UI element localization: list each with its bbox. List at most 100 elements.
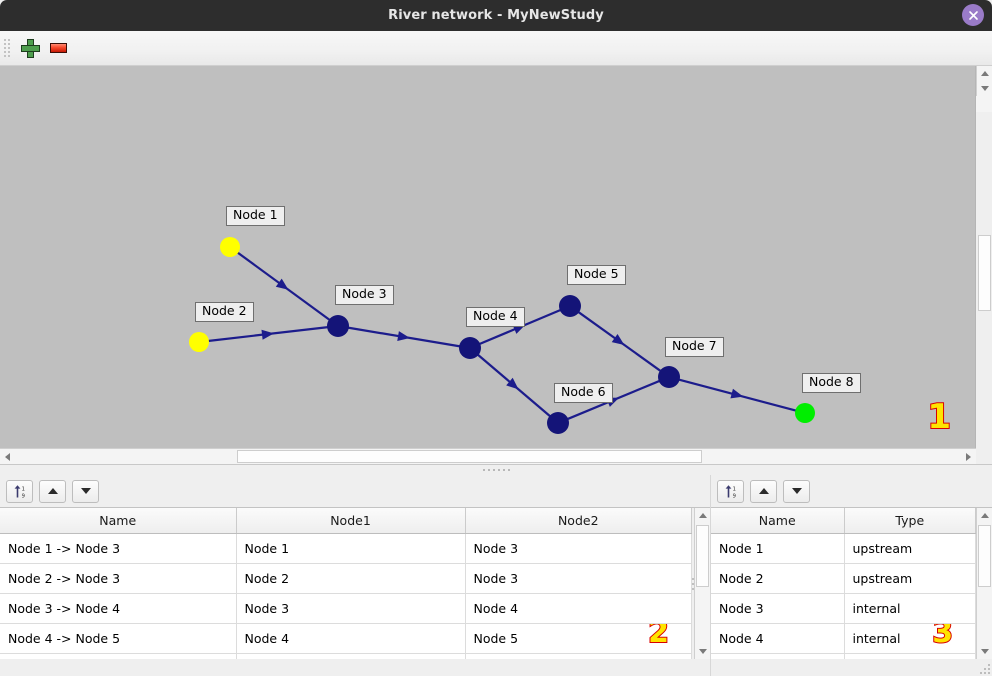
table-cell[interactable]: Node 1 [236,533,466,564]
sort-ascending-icon: 1 9 [725,484,735,499]
links-sort-button[interactable]: 1 9 [6,479,33,503]
graph-node-label-n6[interactable]: Node 6 [554,383,613,403]
graph-edge-arrowhead [397,331,410,341]
nodes-vscroll-up-arrow[interactable] [977,508,992,523]
river-network-canvas[interactable]: Node 1 Node 2 Node 3 Node 4 Node 5 Node 6 Node… [0,66,976,448]
links-vscroll-up-arrow[interactable] [695,508,710,523]
table-cell[interactable]: Node 4 [465,593,692,624]
links-col-name[interactable]: Name [0,508,237,534]
scrollbar-corner [976,96,992,112]
toolbar-grip[interactable] [4,37,11,59]
links-col-node1[interactable]: Node1 [236,508,466,534]
graph-node-n1[interactable] [220,237,240,257]
hscroll-track[interactable] [15,449,961,464]
graph-node-n5[interactable] [559,295,581,317]
links-toolbar: 1 9 [0,475,710,507]
graph-node-n3[interactable] [327,315,349,337]
nodes-col-type[interactable]: Type [844,508,977,534]
graph-node-n7[interactable] [658,366,680,388]
graph-vscrollbar[interactable] [976,66,992,311]
table-row-empty [711,653,977,659]
hscroll-thumb[interactable] [237,450,702,463]
add-node-button[interactable] [16,34,44,62]
links-move-up-button[interactable] [39,479,66,503]
nodes-pane: 1 9 Name [711,475,992,676]
table-cell-empty [711,653,845,659]
graph-node-label-n1[interactable]: Node 1 [226,206,285,226]
vscroll-up-arrow[interactable] [977,66,992,81]
nodes-vscroll-thumb[interactable] [978,525,992,587]
resize-grip[interactable] [978,662,990,674]
table-cell[interactable]: Node 3 [236,593,466,624]
table-cell[interactable]: Node 4 -> Node 5 [0,623,237,654]
table-cell[interactable]: Node 3 [465,533,692,564]
table-cell[interactable]: upstream [844,533,977,564]
table-cell[interactable]: Node 4 [236,623,466,654]
nodes-move-up-button[interactable] [750,479,777,503]
vscroll-thumb[interactable] [978,235,991,311]
links-vscroll-thumb[interactable] [696,525,709,587]
graph-node-label-n4[interactable]: Node 4 [466,307,525,327]
close-icon[interactable] [962,4,984,26]
graph-vscroll-column [976,66,992,464]
svg-text:1: 1 [732,486,735,492]
graph-node-label-n8[interactable]: Node 8 [802,373,861,393]
links-vscrollbar[interactable] [694,508,710,659]
graph-node-n6[interactable] [547,412,569,434]
table-cell-empty [844,653,977,659]
graph-node-n2[interactable] [189,332,209,352]
vscroll-down-arrow[interactable] [977,81,992,96]
nodes-vscroll-down-arrow[interactable] [977,644,992,659]
table-cell[interactable]: Node 2 [236,563,466,594]
red-bar-icon [49,43,67,53]
table-cell[interactable]: Node 4 [711,623,845,654]
table-cell[interactable]: Node 3 [465,563,692,594]
table-cell[interactable]: internal [844,593,977,624]
nodes-move-down-button[interactable] [783,479,810,503]
table-cell[interactable]: upstream [844,563,977,594]
links-pane-footer [0,659,710,676]
table-cell[interactable]: Node 2 [711,563,845,594]
links-move-down-button[interactable] [72,479,99,503]
nodes-sort-button[interactable]: 1 9 [717,479,744,503]
hscroll-right-arrow[interactable] [961,449,976,464]
graph-node-label-n3[interactable]: Node 3 [335,285,394,305]
links-vscroll-down-arrow[interactable] [695,644,710,659]
links-col-node2[interactable]: Node2 [465,508,692,534]
pane-splitter[interactable] [0,464,992,475]
graph-node-label-n7[interactable]: Node 7 [665,337,724,357]
graph-node-label-n2[interactable]: Node 2 [195,302,254,322]
nodes-vscroll-track[interactable] [977,523,992,644]
graph-node-n4[interactable] [459,337,481,359]
table-cell[interactable]: Node 1 -> Node 3 [0,533,237,564]
graph-node-n8[interactable] [795,403,815,423]
nodes-vscrollbar[interactable] [976,508,992,659]
nodes-col-name[interactable]: Name [711,508,845,534]
links-vscroll-track[interactable] [695,523,710,644]
annotation-marker-2: 2 [647,623,670,650]
graph-node-label-n5[interactable]: Node 5 [567,265,626,285]
hscroll-left-arrow[interactable] [0,449,15,464]
svg-text:9: 9 [732,493,735,499]
table-cell[interactable]: Node 3 [711,593,845,624]
delete-node-button[interactable] [44,34,72,62]
graph-hscrollbar[interactable] [0,448,976,464]
graph-edge-arrowhead [611,333,625,345]
table-cell[interactable]: Node 1 [711,533,845,564]
table-cell[interactable]: Node 2 -> Node 3 [0,563,237,594]
table-cell[interactable]: Node 3 -> Node 4 [0,593,237,624]
